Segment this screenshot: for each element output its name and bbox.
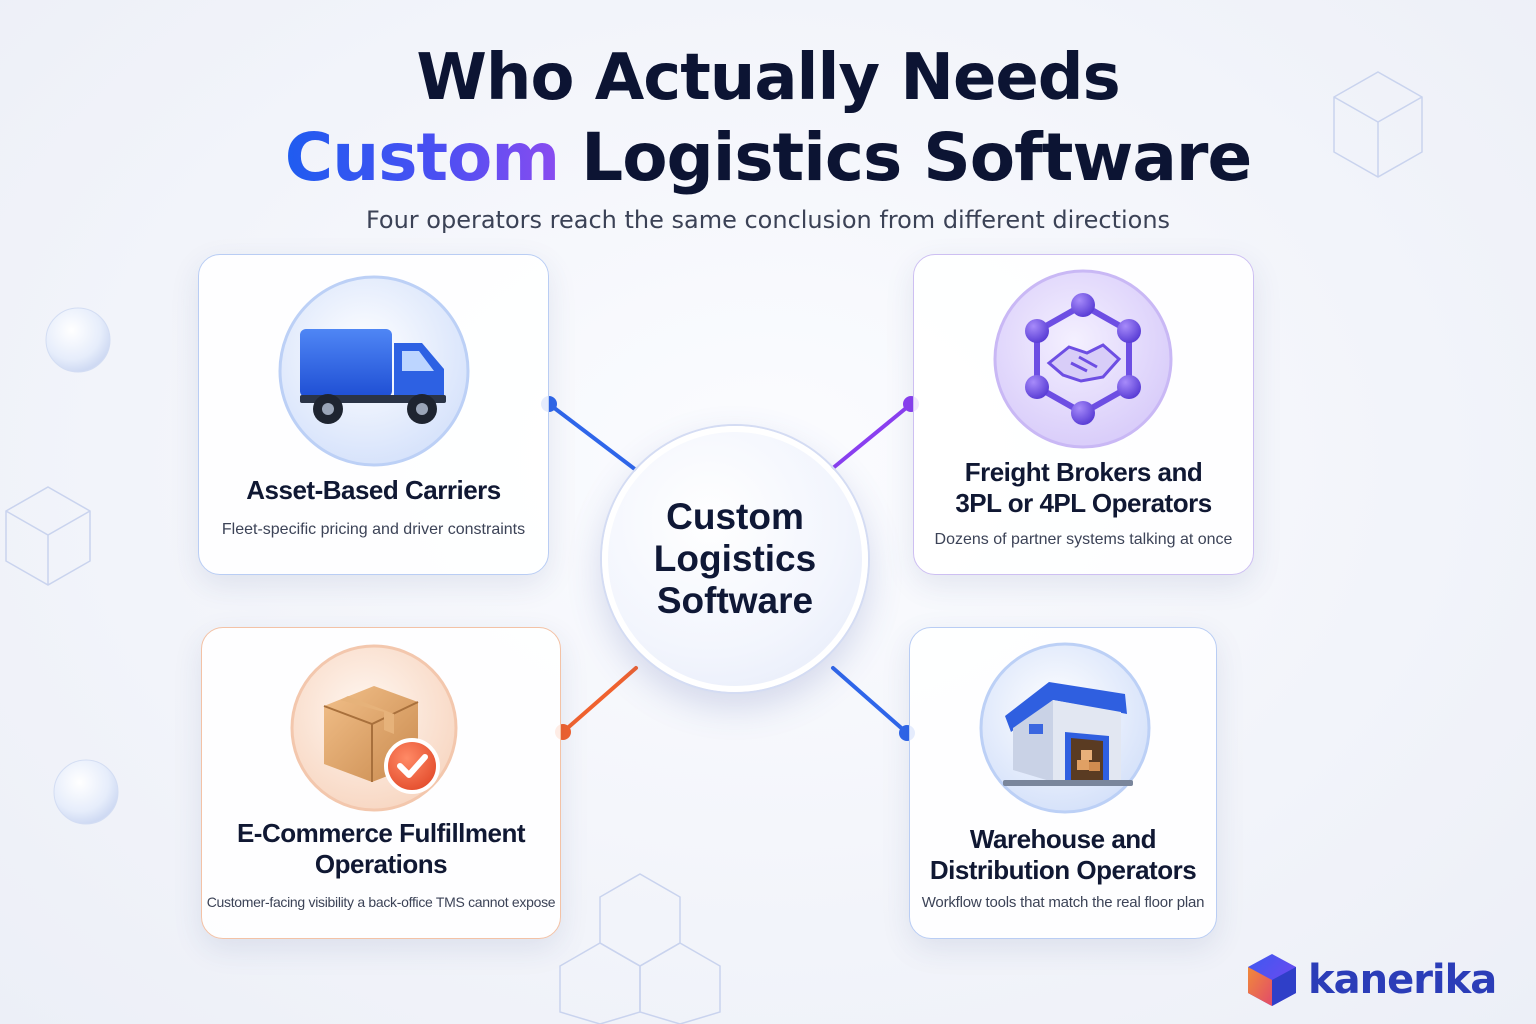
card-description: Fleet-specific pricing and driver constr… xyxy=(221,521,526,538)
package-check-icon xyxy=(290,644,458,812)
card-warehouse-distribution: Warehouse and Distribution Operators Wor… xyxy=(909,627,1217,939)
warehouse-icon xyxy=(979,642,1151,814)
title-accent-word: Custom xyxy=(284,119,560,196)
hub-label: Custom Logistics Software xyxy=(653,496,817,621)
card-description: Dozens of partner systems talking at onc… xyxy=(934,531,1233,548)
page-title-line-2: Custom Logistics Software xyxy=(0,116,1536,200)
card-description: Workflow tools that match the real floor… xyxy=(921,894,1205,911)
connector-warehouse xyxy=(831,666,909,735)
connector-carriers xyxy=(547,402,638,472)
card-asset-based-carriers: Asset-Based Carriers Fleet-specific pric… xyxy=(198,254,549,575)
handshake-network-icon xyxy=(993,269,1173,449)
card-title: Freight Brokers and 3PL or 4PL Operators xyxy=(955,457,1212,518)
center-hub: Custom Logistics Software xyxy=(602,426,868,692)
title-rest: Logistics Software xyxy=(559,119,1252,196)
card-freight-brokers: Freight Brokers and 3PL or 4PL Operators… xyxy=(913,254,1254,575)
card-title: Warehouse and Distribution Operators xyxy=(929,824,1197,885)
page-title-line-1: Who Actually Needs xyxy=(416,41,1120,115)
brand-name: kanerika xyxy=(1308,957,1497,1003)
card-ecommerce-fulfillment: E-Commerce Fulfillment Operations Custom… xyxy=(201,627,561,939)
card-title: E-Commerce Fulfillment Operations xyxy=(236,818,526,879)
truck-icon xyxy=(278,275,470,467)
card-title: Asset-Based Carriers xyxy=(246,475,501,505)
connector-ecommerce xyxy=(561,666,638,734)
connector-brokers xyxy=(831,402,913,470)
kanerika-logo-icon xyxy=(1248,954,1296,1006)
card-description: Customer-facing visibility a back-office… xyxy=(206,894,556,910)
brand-logo: kanerika xyxy=(1246,952,1497,1008)
page-subtitle: Four operators reach the same conclusion… xyxy=(365,206,1171,234)
